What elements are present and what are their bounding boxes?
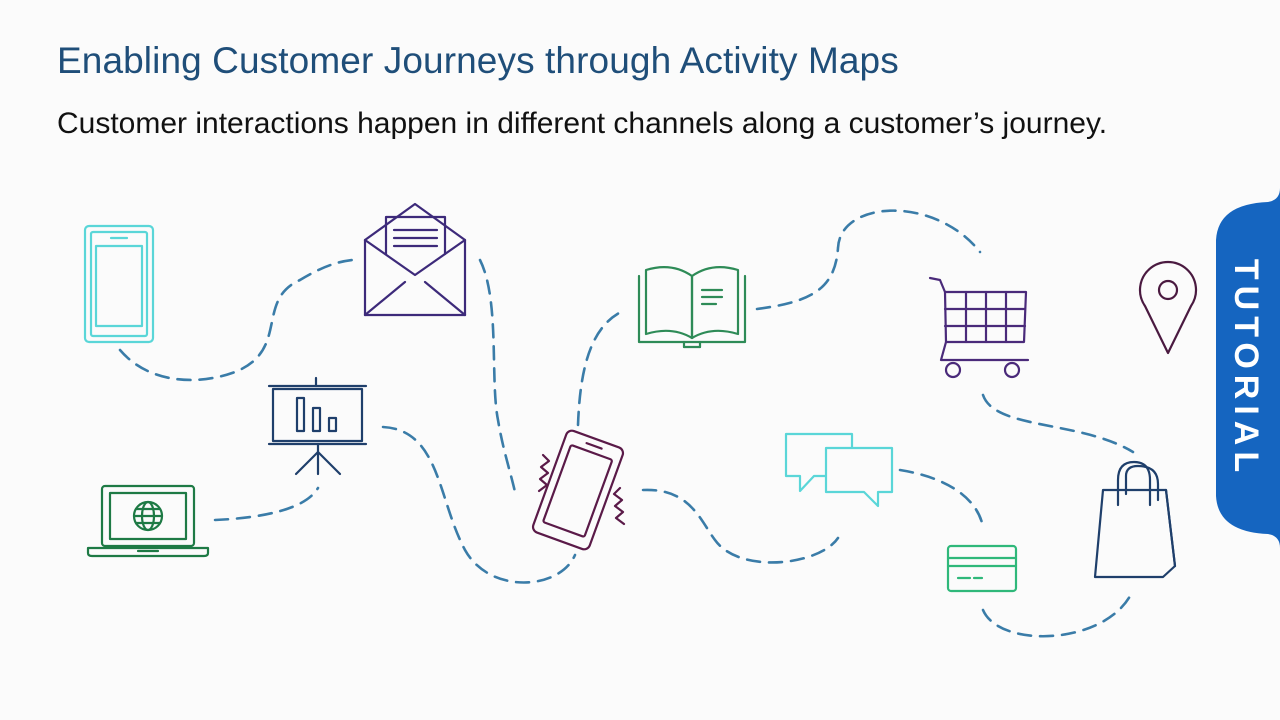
location-pin-icon <box>1138 260 1198 355</box>
path-segment <box>981 588 1135 638</box>
path-segment <box>118 258 354 382</box>
path-segment <box>478 258 517 494</box>
path-segment <box>576 308 627 427</box>
tutorial-tab[interactable]: TUTORIAL <box>1212 188 1280 548</box>
open-book-icon <box>637 265 747 349</box>
shopping-cart-icon <box>928 276 1030 379</box>
path-segment <box>641 488 840 564</box>
slide-title: Enabling Customer Journeys through Activ… <box>57 40 899 81</box>
path-segment <box>898 468 985 529</box>
credit-card-icon <box>946 544 1018 593</box>
vibrating-phone-icon <box>531 429 626 551</box>
chat-bubbles-icon <box>784 432 894 508</box>
slide-subtitle: Customer interactions happen in differen… <box>57 107 1108 140</box>
path-segment <box>381 425 577 584</box>
journey-path <box>118 209 1135 638</box>
path-segment <box>213 486 320 522</box>
shopping-bag-icon <box>1093 460 1177 579</box>
laptop-globe-icon <box>86 484 210 558</box>
email-envelope-icon <box>363 202 467 317</box>
path-segment <box>755 209 982 311</box>
mobile-phone-icon <box>83 224 155 344</box>
presentation-board-icon <box>267 376 368 476</box>
path-segment <box>981 393 1135 454</box>
tutorial-label: TUTORIAL <box>1227 258 1266 478</box>
